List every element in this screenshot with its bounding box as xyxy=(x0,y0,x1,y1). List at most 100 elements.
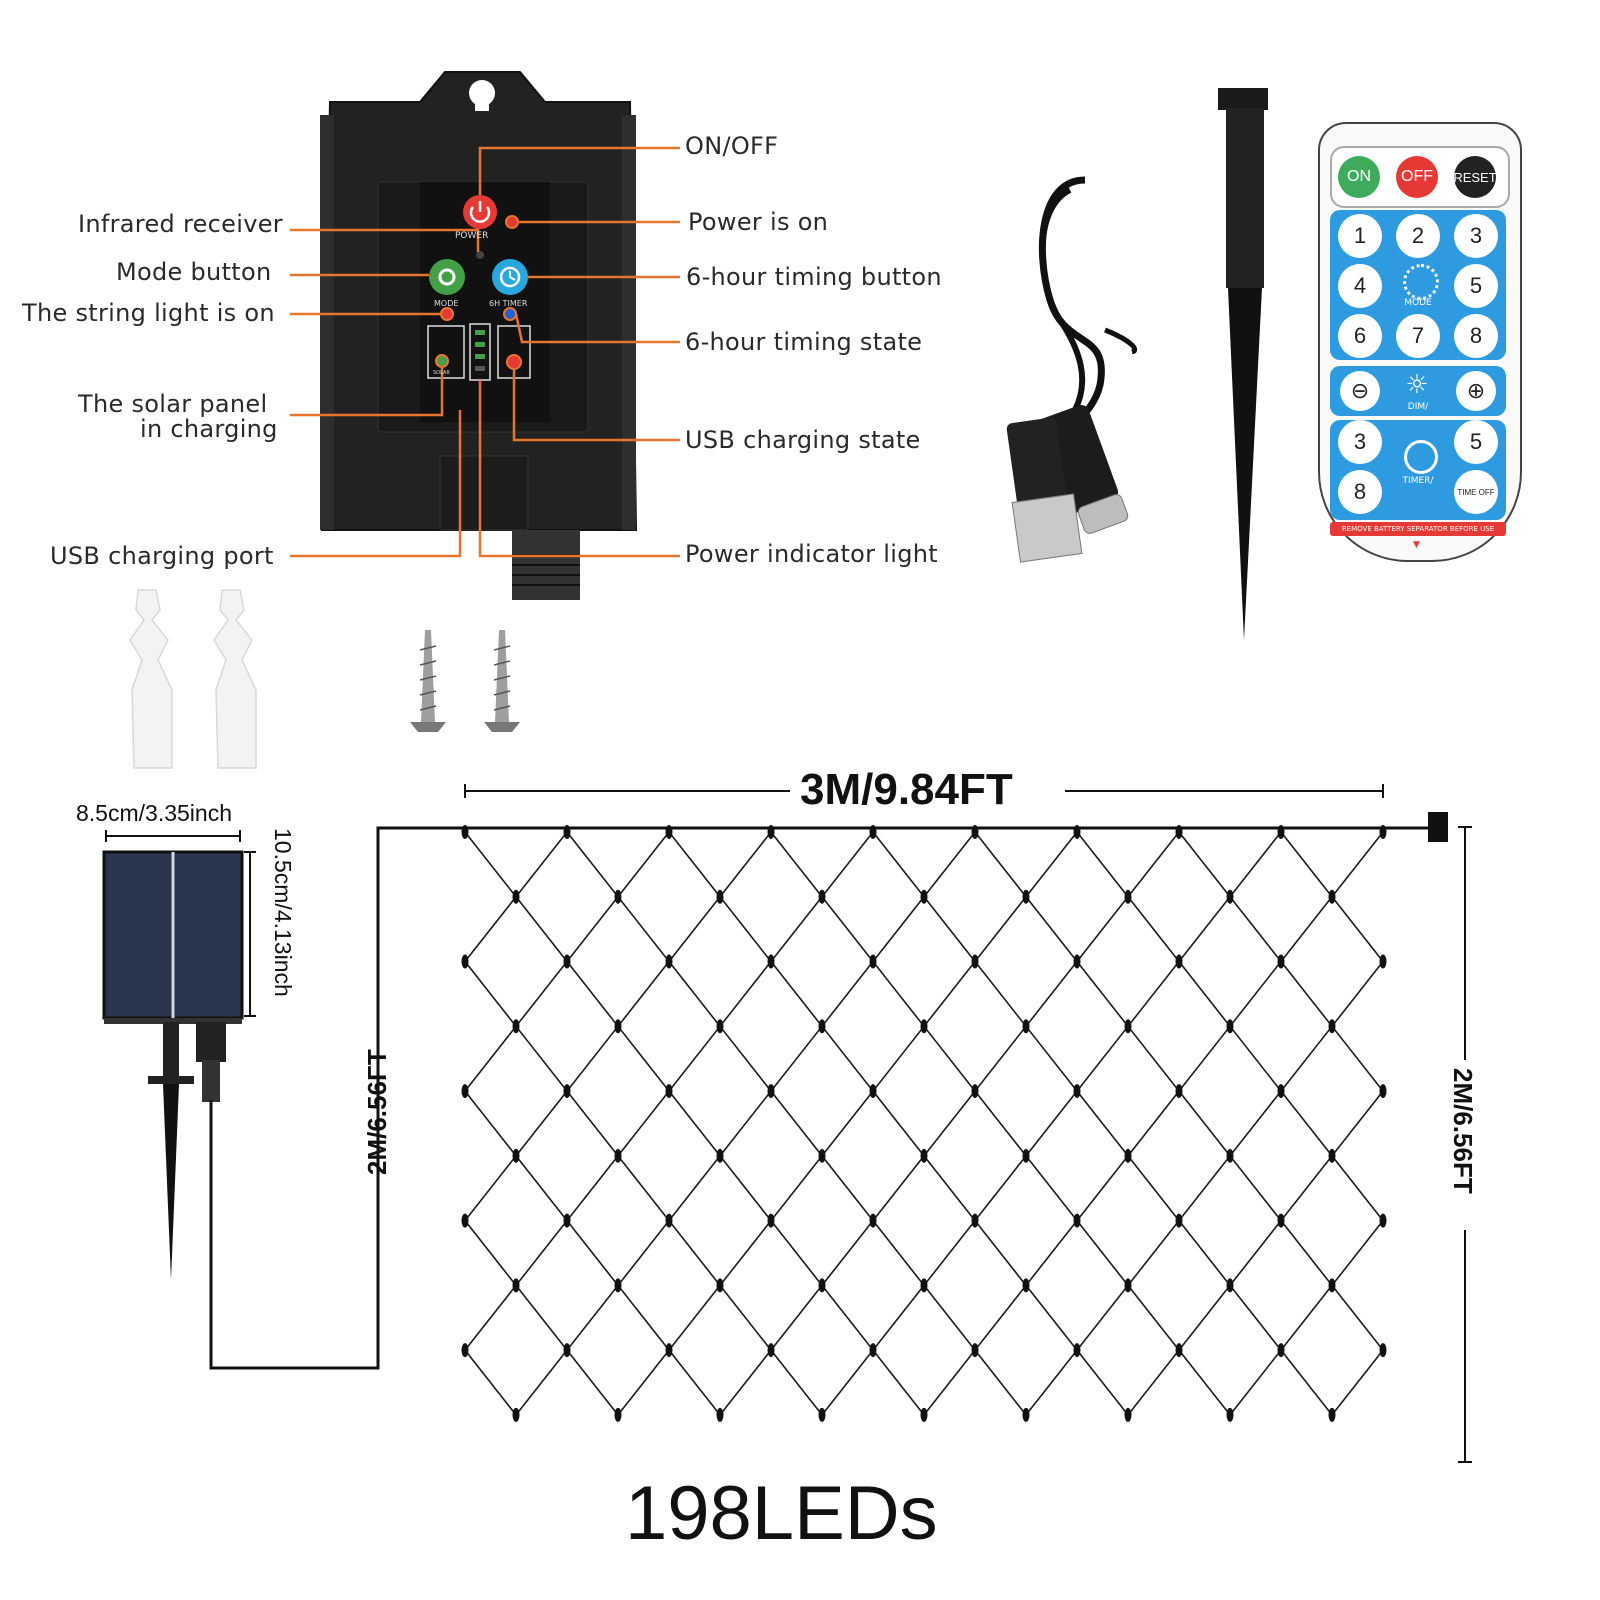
net-wire xyxy=(974,1349,1027,1416)
led-bulb xyxy=(1073,825,1081,839)
led-bulb xyxy=(1124,1148,1132,1163)
led-bulb xyxy=(971,1084,979,1099)
net-wire xyxy=(1127,1155,1180,1222)
led-count-label: 198LEDs xyxy=(625,1471,938,1556)
net-wire xyxy=(1076,961,1129,1027)
led-bulb xyxy=(1328,1148,1336,1163)
led-bulb xyxy=(767,825,775,839)
ground-stake xyxy=(1218,88,1268,640)
led-bulb xyxy=(665,1213,673,1228)
net-wire xyxy=(668,1090,721,1157)
remote-key-5[interactable]: 5 xyxy=(1454,264,1498,308)
net-wire xyxy=(668,1155,721,1222)
net-wire xyxy=(668,961,721,1027)
net-wire xyxy=(1076,1025,1129,1092)
remote-mode-gear-icon[interactable] xyxy=(1403,264,1439,300)
remote-dim-up-icon[interactable]: ⊕ xyxy=(1456,371,1496,411)
net-wire xyxy=(515,1349,568,1416)
led-bulb xyxy=(461,1084,469,1099)
net-wire xyxy=(617,961,670,1027)
led-bulb xyxy=(971,954,979,969)
remote-key-4[interactable]: 4 xyxy=(1338,264,1382,308)
net-wire xyxy=(923,896,976,963)
remote-timer-key-8[interactable]: 8 xyxy=(1338,470,1382,514)
net-wire xyxy=(1331,961,1384,1027)
led-bulb xyxy=(869,1084,877,1099)
led-bulb xyxy=(665,954,673,969)
net-wire xyxy=(1076,1284,1129,1351)
led-bulb xyxy=(1073,954,1081,969)
remote-time-off-button[interactable]: TIME OFF xyxy=(1454,470,1498,514)
net-wire xyxy=(1331,1220,1384,1286)
led-net xyxy=(461,825,1387,1422)
net-wire xyxy=(923,1155,976,1222)
net-wire xyxy=(668,1349,721,1416)
net-wire xyxy=(515,961,568,1027)
led-bulb xyxy=(665,1084,673,1099)
led-bulb xyxy=(1124,1019,1132,1034)
net-wire xyxy=(923,1284,976,1351)
net-wire xyxy=(617,1155,670,1222)
usb-cable xyxy=(1006,176,1138,563)
remote-timer-key-3[interactable]: 3 xyxy=(1338,420,1382,464)
net-wire xyxy=(566,831,619,898)
panel-width-label: 8.5cm/3.35inch xyxy=(76,800,232,826)
led-bulb xyxy=(512,1148,520,1163)
net-wire xyxy=(1280,831,1333,898)
remote-key-8[interactable]: 8 xyxy=(1454,314,1498,358)
net-wire xyxy=(566,1090,619,1157)
net-wire xyxy=(566,961,619,1027)
net-wire xyxy=(1076,1155,1129,1222)
usb-charging-led xyxy=(506,354,522,370)
net-wire xyxy=(515,1155,568,1222)
led-bulb xyxy=(818,1278,826,1293)
led-bulb xyxy=(1379,954,1387,969)
remote-on-button[interactable]: ON xyxy=(1338,156,1380,198)
net-wire xyxy=(617,896,670,963)
remote-timer-key-5[interactable]: 5 xyxy=(1454,420,1498,464)
remote-brightness-icon: ☼ xyxy=(1405,370,1429,400)
net-wire xyxy=(872,961,925,1027)
net-wire xyxy=(770,1155,823,1222)
timer-clock-icon xyxy=(492,259,528,295)
remote-timer-clock-icon xyxy=(1404,440,1438,474)
remote-reset-button[interactable]: RESET xyxy=(1453,156,1497,198)
net-wire xyxy=(821,961,874,1027)
net-wire xyxy=(821,1025,874,1092)
remote-key-7[interactable]: 7 xyxy=(1396,314,1440,358)
led-bulb xyxy=(614,1407,622,1422)
remote-control: ON OFF RESET 1 2 3 4 MODE 5 6 7 8 ⊖ ☼ DI… xyxy=(1318,122,1522,562)
net-wire xyxy=(1076,1349,1129,1416)
led-bulb xyxy=(563,1213,571,1228)
net-wire xyxy=(872,831,925,898)
remote-battery-notice: REMOVE BATTERY SEPARATOR BEFORE USE xyxy=(1330,522,1506,536)
led-bulb xyxy=(1022,889,1030,904)
led-bulb xyxy=(920,1407,928,1422)
remote-key-2[interactable]: 2 xyxy=(1396,214,1440,258)
remote-off-button[interactable]: OFF xyxy=(1396,156,1438,198)
remote-key-1[interactable]: 1 xyxy=(1338,214,1382,258)
led-bulb xyxy=(1175,1213,1183,1228)
net-wire xyxy=(617,1284,670,1351)
net-wire xyxy=(1025,1220,1078,1286)
net-wire xyxy=(1076,1090,1129,1157)
net-wire xyxy=(1280,1025,1333,1092)
net-wire xyxy=(1280,1220,1333,1286)
net-wire xyxy=(617,1090,670,1157)
remote-dim-down-icon[interactable]: ⊖ xyxy=(1340,371,1380,411)
dimension-lines xyxy=(105,784,1472,1463)
led-bulb xyxy=(1277,825,1285,839)
led-bulb xyxy=(971,1213,979,1228)
led-bulb xyxy=(971,1343,979,1358)
led-bulb xyxy=(716,1407,724,1422)
net-wire xyxy=(1229,961,1282,1027)
net-wire xyxy=(1127,831,1180,898)
net-wire xyxy=(1229,1090,1282,1157)
callout-power-indicator: Power indicator light xyxy=(685,540,938,568)
remote-key-6[interactable]: 6 xyxy=(1338,314,1382,358)
remote-key-3[interactable]: 3 xyxy=(1454,214,1498,258)
net-wire xyxy=(974,1284,1027,1351)
led-bulb xyxy=(614,1019,622,1034)
led-bulb xyxy=(1277,1213,1285,1228)
net-wire xyxy=(617,831,670,898)
